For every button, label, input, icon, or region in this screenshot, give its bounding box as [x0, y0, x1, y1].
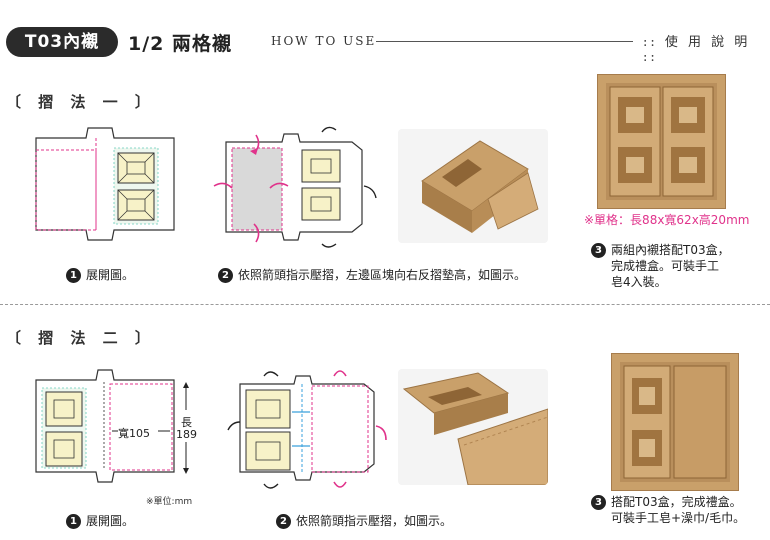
dimension-width: 寬105 [118, 425, 150, 441]
method-1-folding-diagram [212, 120, 387, 252]
page-subtitle: 1/2 兩格襯 [128, 29, 232, 56]
cell-spec-note: ※單格：長88x寬62x高20mm [584, 211, 749, 228]
section-divider [0, 304, 770, 305]
dim-arrow-up-icon [183, 382, 189, 388]
unit-note: ※單位:mm [146, 494, 192, 507]
method-1-folded-photo [398, 129, 548, 243]
window-bottom [118, 190, 154, 220]
method-1-title: 〔 摺 法 一 〕 [6, 91, 156, 112]
method-2-unfolded-diagram [26, 362, 206, 487]
method-2-title: 〔 摺 法 二 〕 [6, 327, 156, 348]
window-top [118, 153, 154, 183]
dimension-length-value: 189 [176, 428, 197, 441]
usage-label: :: 使 用 說 明 :: [643, 31, 770, 65]
method-2-folding-diagram [224, 360, 394, 492]
method-2-box-photo [611, 353, 739, 491]
how-to-use-label: HOW TO USE [271, 34, 376, 48]
header-rule [376, 41, 633, 42]
product-badge: T03內襯 [6, 27, 118, 57]
method-1-unfolded-diagram [26, 120, 186, 245]
method-1-box-photo [597, 74, 726, 209]
dim-arrow-down-icon [183, 468, 189, 474]
method-2-folded-photo [398, 369, 548, 485]
